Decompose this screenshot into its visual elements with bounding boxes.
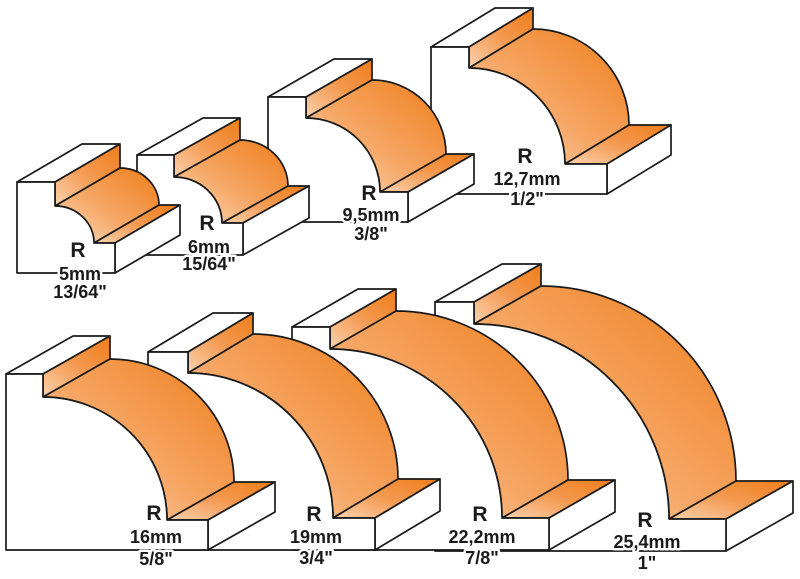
radius-symbol: R <box>472 503 487 526</box>
radius-imperial: 7/8" <box>465 548 499 568</box>
radius-metric: 12,7mm <box>493 169 560 189</box>
front-face <box>5 373 209 551</box>
radius-imperial: 1/2" <box>510 189 544 209</box>
radius-imperial: 1" <box>638 553 657 573</box>
radius-symbol: R <box>70 239 85 262</box>
radius-symbol: R <box>637 509 652 532</box>
radius-metric: 19mm <box>290 527 342 547</box>
radius-symbol: R <box>361 182 376 205</box>
profile-4 <box>430 7 672 195</box>
radius-symbol: R <box>199 212 214 235</box>
profile-shapes <box>5 7 794 552</box>
radius-imperial: 13/64" <box>53 282 107 302</box>
profile-5 <box>5 335 276 551</box>
profile-labels: R5mm13/64"R6mm15/64"R9,5mm3/8"R12,7mm1/2… <box>51 143 683 576</box>
profile-1 <box>16 143 181 274</box>
radius-metric: 5mm <box>59 264 101 284</box>
front-face <box>430 46 608 195</box>
radius-imperial: 3/4" <box>299 548 333 568</box>
radius-metric: 22,2mm <box>448 527 515 547</box>
radius-metric: 25,4mm <box>613 532 680 552</box>
radius-symbol: R <box>517 145 532 168</box>
radius-metric: 6mm <box>188 237 230 257</box>
radius-metric: 16mm <box>130 527 182 547</box>
radius-symbol: R <box>306 503 321 526</box>
radius-symbol: R <box>146 502 161 525</box>
radius-imperial: 3/8" <box>354 224 388 244</box>
radius-imperial: 15/64" <box>182 254 236 274</box>
radius-metric: 9,5mm <box>342 205 399 225</box>
radius-imperial: 5/8" <box>139 549 173 569</box>
profile-3 <box>267 58 475 223</box>
front-face <box>16 181 116 274</box>
